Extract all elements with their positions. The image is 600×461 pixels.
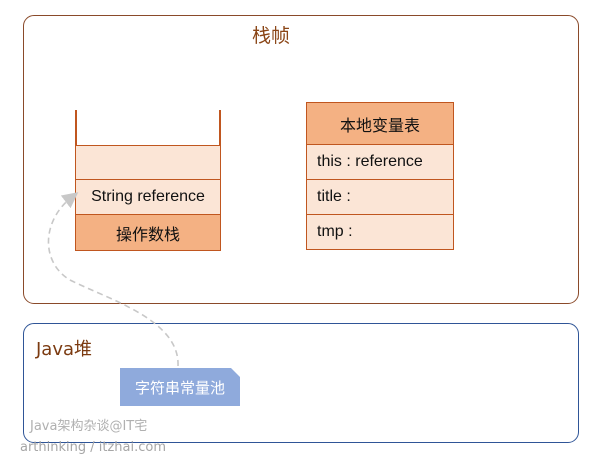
operand-stack-left-wall	[75, 110, 77, 146]
operand-stack-label: 操作数栈	[75, 214, 221, 251]
watermark-secondary: arthinking / itzhai.com	[20, 440, 167, 455]
operand-stack-empty-slot	[75, 145, 221, 180]
local-variable-row-tmp: tmp :	[306, 214, 454, 250]
operand-stack-right-wall	[219, 110, 221, 146]
string-constant-pool: 字符串常量池	[120, 368, 240, 406]
operand-stack-string-reference: String reference	[75, 179, 221, 215]
local-variable-row-title: title :	[306, 179, 454, 215]
local-variable-table-header: 本地变量表	[306, 102, 454, 145]
watermark-primary: Java架构杂谈@IT宅	[30, 419, 148, 434]
local-variable-row-this: this : reference	[306, 144, 454, 180]
java-heap-title: Java堆	[36, 339, 93, 360]
stack-frame-title: 栈帧	[252, 25, 291, 47]
